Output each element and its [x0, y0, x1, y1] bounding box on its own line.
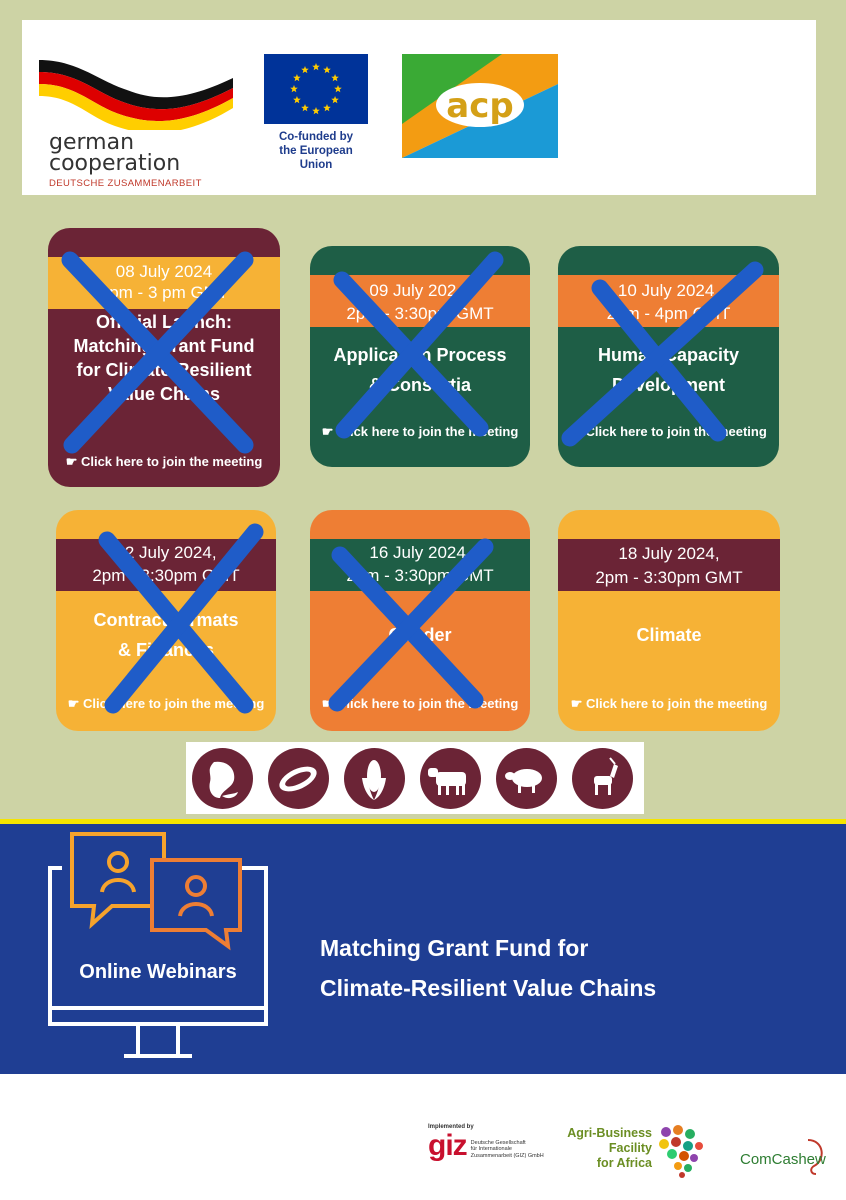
topic-line: Application Process	[333, 345, 507, 365]
webinar-banner: Online Webinars Matching Grant Fund for …	[0, 824, 846, 1074]
card-time: 2pm - 3:30pm GMT	[595, 568, 743, 587]
topic-line: Official Launch:	[95, 312, 232, 332]
card-date: 18 July 2024,	[618, 544, 720, 563]
topic-line: & Consortia	[368, 375, 471, 395]
card-time: 2pm - 4pm GMT	[606, 304, 731, 323]
join-meeting-link[interactable]: ☛ Click here to join the meeting	[570, 696, 768, 711]
sheep-icon	[496, 748, 557, 809]
eu-star-icon	[290, 85, 298, 93]
banner-top-rule	[0, 819, 846, 824]
implemented-by-text: Implemented by	[428, 1124, 474, 1130]
comcashew-logo: ComCashew	[738, 1134, 828, 1178]
topic-line: Human Capacity	[597, 345, 740, 365]
webinar-card-application-process[interactable]: 09 July 2024, 2pm - 3:30pm GMT Applicati…	[310, 246, 530, 467]
card-date: 10 July 2024,	[617, 281, 720, 300]
webinar-card-contract-formats[interactable]: 12 July 2024, 2pm - 3:30pm GMT Contract …	[56, 510, 276, 731]
banner-title-line: Matching Grant Fund for	[320, 935, 589, 961]
german-cooperation-logo: german cooperation DEUTSCHE ZUSAMMENARBE…	[37, 50, 237, 190]
comcashew-logo-icon: ComCashew	[740, 1139, 826, 1175]
card-time: 2pm - 3:30pm GMT	[346, 566, 494, 585]
german-text: german	[49, 130, 135, 155]
topic-line: Value Chains	[107, 384, 221, 404]
online-webinars-label: Online Webinars	[79, 961, 237, 983]
topic-line: Gender	[388, 625, 452, 645]
eu-star-icon	[312, 63, 320, 71]
card-date: 08 July 2024	[115, 262, 213, 281]
topic-line: Development	[611, 375, 726, 395]
card-time: 2pm - 3 pm GMT	[99, 283, 229, 302]
partner-logo-bar: german cooperation DEUTSCHE ZUSAMMENARBE…	[22, 20, 816, 195]
webinar-card-human-capacity[interactable]: 10 July 2024, 2pm - 4pm GMT Human Capaci…	[558, 246, 779, 467]
card-topic: Climate	[566, 620, 772, 650]
webinar-card-official-launch[interactable]: 08 July 2024 2pm - 3 pm GMT Official Lau…	[48, 228, 280, 487]
card-topic: Contract formats & Finances	[64, 605, 268, 665]
german-flag-swoosh-icon	[39, 60, 233, 133]
webinar-card-climate[interactable]: 18 July 2024, 2pm - 3:30pm GMT Climate ☛…	[558, 510, 780, 731]
topic-line: Climate	[636, 625, 702, 645]
eu-star-icon	[323, 65, 331, 74]
giz-desc-line: für Internationale	[470, 1146, 512, 1152]
banner-title: Matching Grant Fund for Climate-Resilien…	[320, 928, 656, 1008]
deutsche-zusammenarbeit-text: DEUTSCHE ZUSAMMENARBEIT	[49, 178, 202, 189]
cooperation-text: cooperation	[49, 151, 181, 176]
webinar-card-gender[interactable]: 16 July 2024, 2pm - 3:30pm GMT Gender ☛ …	[310, 510, 530, 731]
value-chain-icon-strip	[186, 742, 644, 814]
join-meeting-link[interactable]: ☛ Click here to join the meeting	[321, 424, 519, 439]
card-date-band	[558, 539, 780, 591]
eu-logo: Co-funded by the European Union	[264, 54, 368, 172]
eu-star-icon	[323, 104, 331, 112]
join-meeting-link[interactable]: ☛ Click here to join the meeting	[321, 696, 519, 711]
card-topic: Official Launch: Matching Grant Fund for…	[56, 310, 272, 406]
card-time: 2pm - 3:30pm GMT	[346, 304, 494, 323]
giz-logo: Implemented by giz Deutsche Gesellschaft…	[428, 1124, 545, 1162]
giz-desc-line: Deutsche Gesellschaft	[470, 1139, 526, 1146]
eu-cofunded-text: Co-funded by	[278, 131, 354, 143]
acp-mark-text: acp	[446, 86, 513, 126]
card-topic: Human Capacity Development	[566, 340, 771, 400]
eu-star-icon	[301, 104, 309, 112]
topic-line: Matching Grant Fund	[73, 336, 255, 356]
join-meeting-link[interactable]: ☛ Click here to join the meeting	[67, 696, 265, 711]
eu-star-icon	[331, 96, 339, 104]
acp-logo: acp	[402, 54, 558, 158]
acp-flag-icon: acp	[402, 54, 558, 158]
abf-text-line: for Africa	[596, 1156, 652, 1170]
agri-business-facility-logo: Agri-Business Facility for Africa	[562, 1124, 712, 1180]
german-cooperation-text: german cooperation	[49, 130, 181, 176]
cashew-icon	[192, 748, 253, 809]
eu-union-text: the European Union	[279, 145, 353, 171]
goat-icon	[572, 748, 633, 809]
comcashew-text: ComCashew	[740, 1151, 826, 1168]
topic-line: & Finances	[117, 640, 215, 660]
eu-star-icon	[331, 74, 339, 82]
cocoa-icon	[268, 748, 329, 809]
eu-star-icon	[334, 85, 342, 93]
giz-wordmark: giz	[428, 1129, 468, 1162]
eu-star-icon	[293, 74, 301, 82]
africa-dots-icon	[659, 1125, 703, 1178]
banner-title-line: Climate-Resilient Value Chains	[320, 975, 657, 1001]
cattle-icon	[420, 748, 481, 809]
eu-flag-icon	[264, 54, 368, 124]
eu-star-icon	[293, 96, 301, 104]
online-webinar-monitor-icon	[48, 832, 268, 1058]
abf-text-line: Agri-Business	[567, 1126, 652, 1140]
topic-line: for Climate-Resilient	[76, 360, 252, 380]
join-meeting-link[interactable]: ☛ Click here to join the meeting	[570, 424, 767, 439]
card-date: 16 July 2024,	[369, 543, 471, 562]
topic-line: Contract formats	[93, 610, 239, 630]
card-topic: Gender	[318, 620, 522, 650]
eu-star-icon	[301, 65, 309, 74]
join-meeting-link[interactable]: ☛ Click here to join the meeting	[65, 454, 263, 469]
card-topic: Application Process & Consortia	[318, 340, 522, 400]
abf-text-line: Facility	[608, 1141, 652, 1155]
card-date: 12 July 2024,	[115, 543, 217, 562]
footer-logos: Implemented by giz Deutsche Gesellschaft…	[0, 1074, 846, 1200]
card-time: 2pm - 3:30pm GMT	[92, 566, 240, 585]
card-date: 09 July 2024,	[369, 281, 471, 300]
giz-desc-line: Zusammenarbeit (GIZ) GmbH	[470, 1152, 544, 1159]
eu-star-icon	[312, 107, 320, 115]
maize-icon	[344, 748, 405, 809]
